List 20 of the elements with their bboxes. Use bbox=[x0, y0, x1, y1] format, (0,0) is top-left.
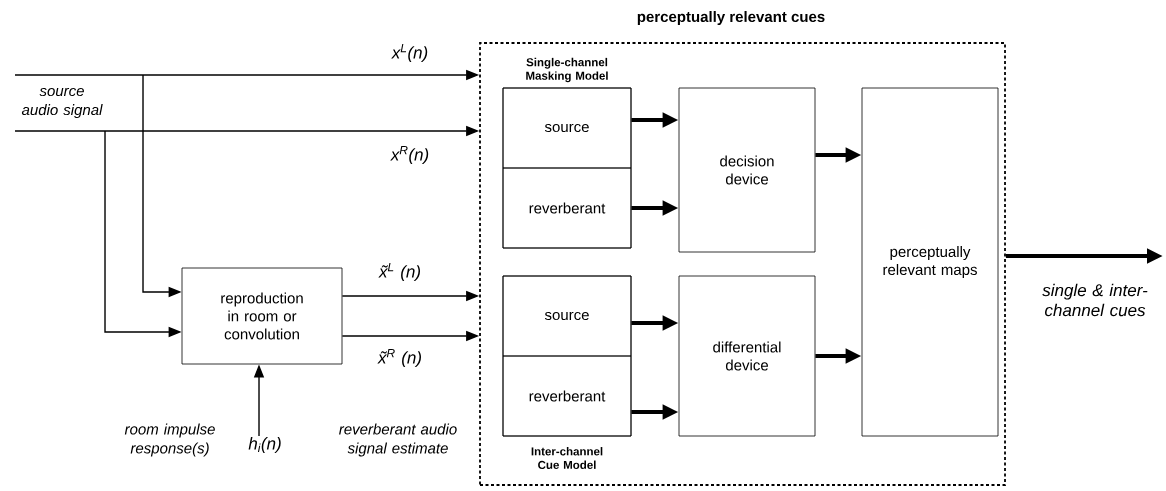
process-box: perceptually relevant maps bbox=[861, 87, 999, 437]
edge-label: x̃$^{L}$ (n) bbox=[378, 263, 420, 281]
node-label: perceptually relevant cues bbox=[637, 11, 825, 25]
note-text: source audio signal bbox=[21, 87, 103, 119]
note-text: reverberant audio signal estimate bbox=[339, 423, 457, 457]
process-box: reproduction in room or convolution bbox=[181, 267, 343, 365]
process-box: source bbox=[502, 275, 632, 357]
edge-label: x̃$^{R}$ (n) bbox=[377, 349, 421, 367]
process-box: decision device bbox=[678, 87, 816, 253]
edge-label: x$^{L}$(n) bbox=[391, 44, 428, 62]
process-box: differential device bbox=[678, 275, 816, 437]
node-label: Single-channel Masking Model bbox=[526, 57, 608, 83]
edge-label: x$^{R}$(n) bbox=[390, 146, 429, 164]
edge-label: single & inter-channel cues bbox=[1042, 283, 1148, 317]
process-box: source bbox=[502, 87, 632, 169]
note-text: room impulse response(s) bbox=[124, 423, 215, 457]
node-label: Inter-channel Cue Model bbox=[531, 447, 603, 469]
process-box: reverberant bbox=[502, 167, 632, 249]
process-box: reverberant bbox=[502, 355, 632, 437]
signal-label: h$_{i}$(n) bbox=[248, 437, 281, 453]
